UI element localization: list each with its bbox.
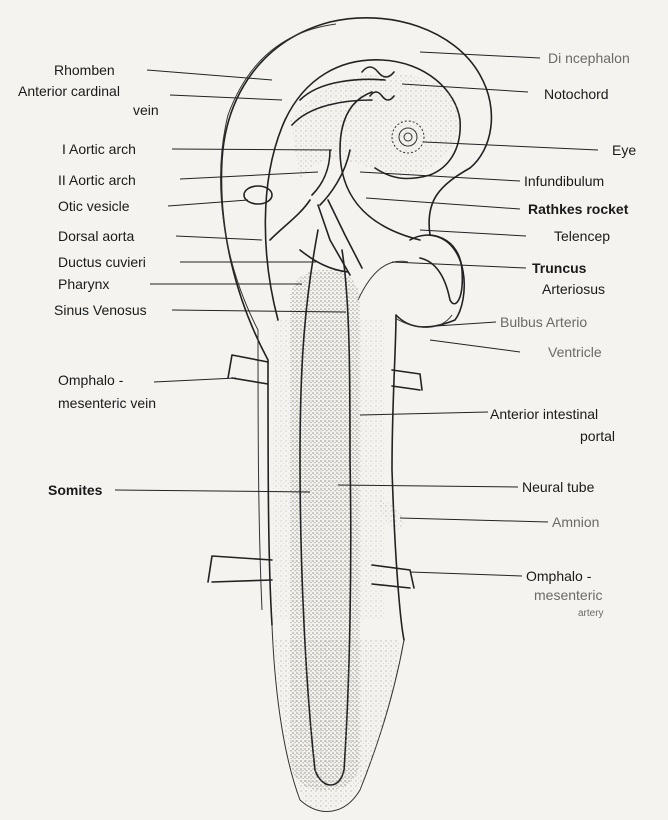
label-omphalo-artery-1: Omphalo - (526, 568, 591, 584)
label-aortic-arch-2: II Aortic arch (58, 172, 136, 188)
label-rhomben: Rhomben (54, 62, 115, 78)
label-amnion: Amnion (552, 514, 599, 530)
label-truncus-2: Arteriosus (542, 281, 605, 297)
label-dorsal-aorta: Dorsal aorta (58, 228, 134, 244)
label-truncus-1: Truncus (532, 260, 586, 276)
heart-outline (358, 261, 452, 327)
label-omphalo-artery-2: mesenteric (534, 587, 602, 603)
label-rathkes: Rathkes rocket (528, 201, 628, 217)
label-omphalo-vein-2: mesenteric vein (58, 395, 156, 411)
label-telencep: Telencep (554, 228, 610, 244)
label-bulbus: Bulbus Arterio (500, 314, 587, 330)
somite-column-outer (272, 320, 384, 620)
label-infundibulum: Infundibulum (524, 173, 604, 189)
label-notochord: Notochord (544, 86, 609, 102)
label-anterior-cardinal-1: Anterior cardinal (18, 83, 120, 99)
label-neural-tube: Neural tube (522, 479, 594, 495)
label-somites: Somites (48, 482, 102, 498)
telencephalon-loop (410, 235, 462, 304)
label-eye: Eye (612, 142, 636, 158)
label-ventricle: Ventricle (548, 344, 602, 360)
label-otic-vesicle: Otic vesicle (58, 198, 130, 214)
tail-stipple (275, 640, 400, 810)
label-ant-intestinal-1: Anterior intestinal (490, 406, 598, 422)
label-omphalo-artery-3: artery (578, 606, 604, 622)
label-pharynx: Pharynx (58, 276, 109, 292)
label-aortic-arch-1: I Aortic arch (62, 141, 136, 157)
label-omphalo-vein-1: Omphalo - (58, 372, 123, 388)
ductus-cuvieri-vessel (270, 200, 348, 272)
label-diencephalon: Di ncephalon (548, 50, 630, 66)
label-sinus-venosus: Sinus Venosus (54, 302, 147, 318)
label-ductus-cuvieri: Ductus cuvieri (58, 254, 146, 270)
truncus-lines (318, 200, 362, 275)
label-anterior-cardinal-2: vein (133, 102, 159, 118)
label-ant-intestinal-2: portal (580, 428, 615, 444)
otic-vesicle-shape (244, 186, 272, 204)
